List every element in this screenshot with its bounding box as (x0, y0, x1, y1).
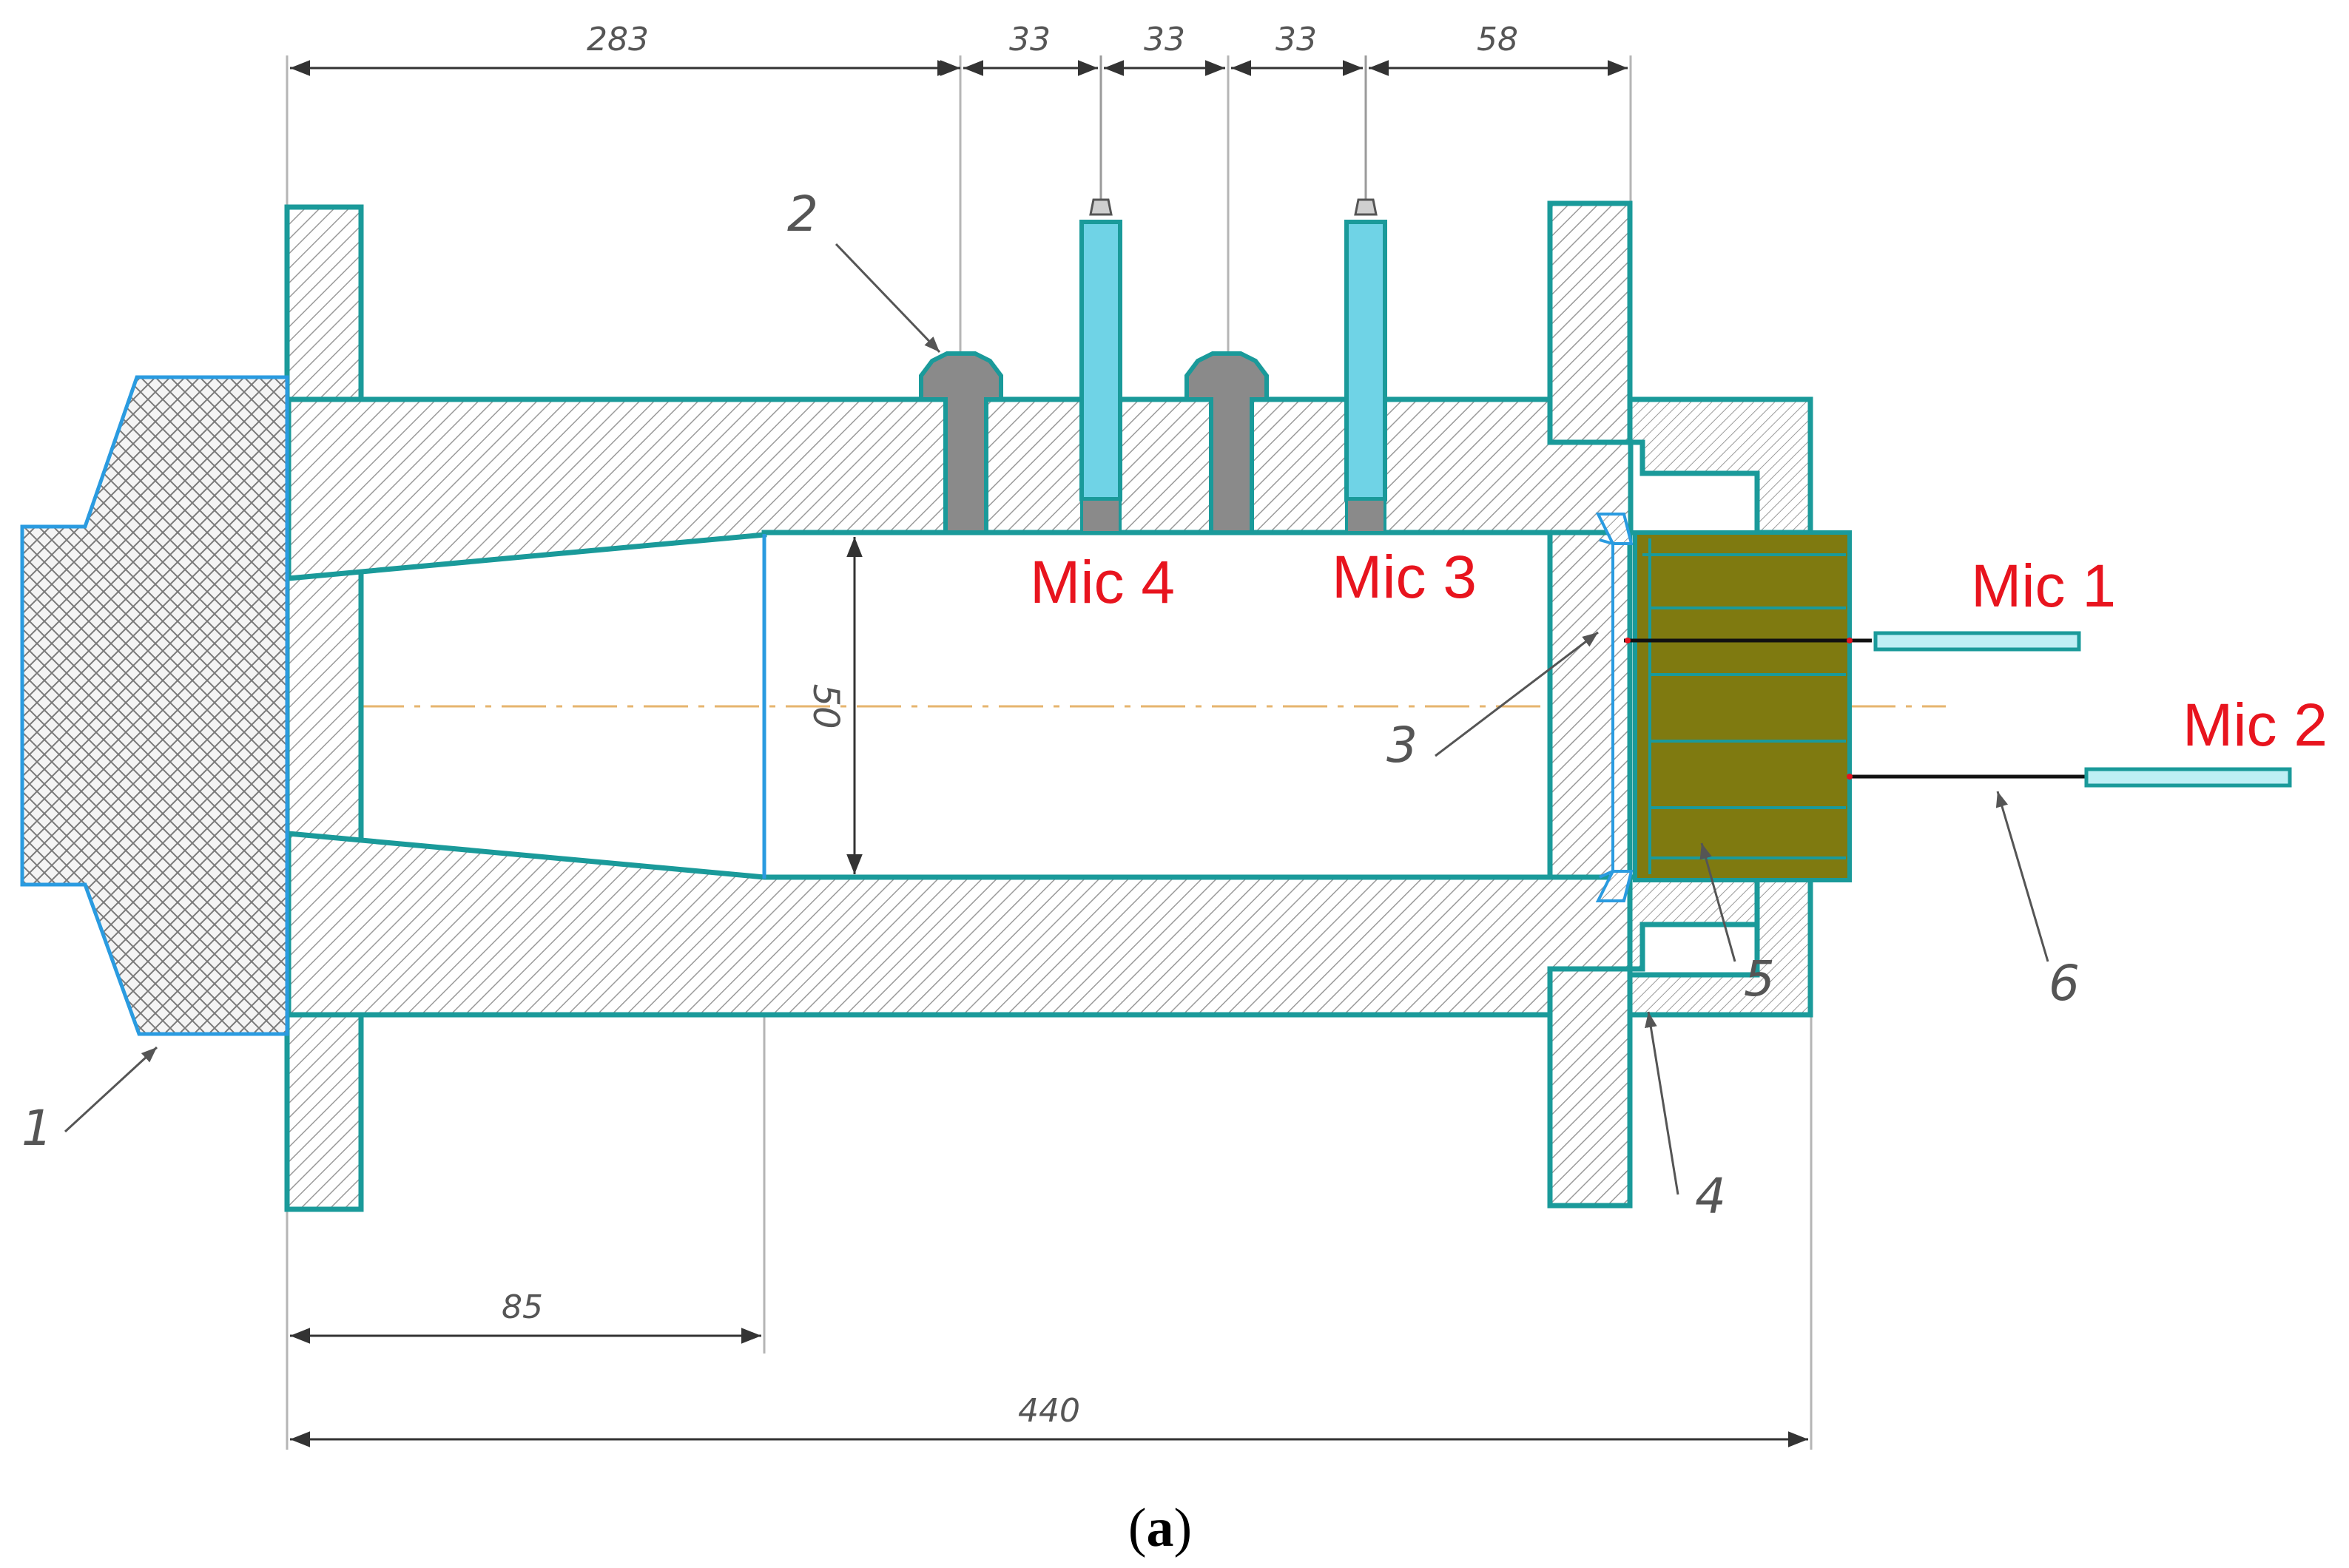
callout-5: 5 (1744, 950, 1775, 1007)
callout-3: 3 (1386, 717, 1418, 774)
dim-33-c: 33 (1275, 21, 1317, 58)
dim-283: 283 (587, 21, 649, 58)
callout-2: 2 (787, 186, 818, 243)
mic-1-label: Mic 1 (1971, 552, 2116, 620)
callout-leaders (64, 243, 2049, 1195)
dim-33-a: 33 (1009, 21, 1051, 58)
flange-right (1547, 200, 1633, 1209)
figure-caption: (a) (1128, 1498, 1192, 1558)
bolt-left (919, 351, 1003, 535)
mic-1-tube (1624, 631, 2081, 652)
callout-4: 4 (1695, 1168, 1726, 1225)
porous-liner (1633, 530, 1852, 882)
dimension-lines (290, 60, 1808, 1447)
tube-wall-bottom (286, 831, 1634, 1018)
dim-440: 440 (1018, 1392, 1080, 1430)
burner-block (20, 375, 289, 1036)
flow-screen (1595, 513, 1634, 902)
caption-open: ( (1128, 1498, 1147, 1558)
mic-3-probe (1344, 55, 1387, 534)
callout-6: 6 (2049, 955, 2080, 1012)
dim-58: 58 (1477, 21, 1518, 58)
callout-1: 1 (21, 1100, 53, 1157)
dim-85: 85 (502, 1288, 543, 1326)
flange-left (284, 204, 364, 1212)
mic-2-label: Mic 2 (2183, 692, 2328, 759)
mic-2-tube (1847, 767, 2292, 788)
dim-50: 50 (805, 683, 846, 729)
mic-3-label: Mic 3 (1332, 544, 1477, 611)
end-cap (1627, 396, 1813, 535)
caption-letter: a (1147, 1498, 1174, 1558)
bolt-right (1184, 351, 1269, 535)
mic-4-probe (1079, 55, 1122, 534)
caption-close: ) (1174, 1498, 1193, 1558)
mic-4-label: Mic 4 (1030, 549, 1175, 616)
dim-33-b: 33 (1144, 21, 1185, 58)
end-cap-lower (1627, 874, 1813, 1018)
